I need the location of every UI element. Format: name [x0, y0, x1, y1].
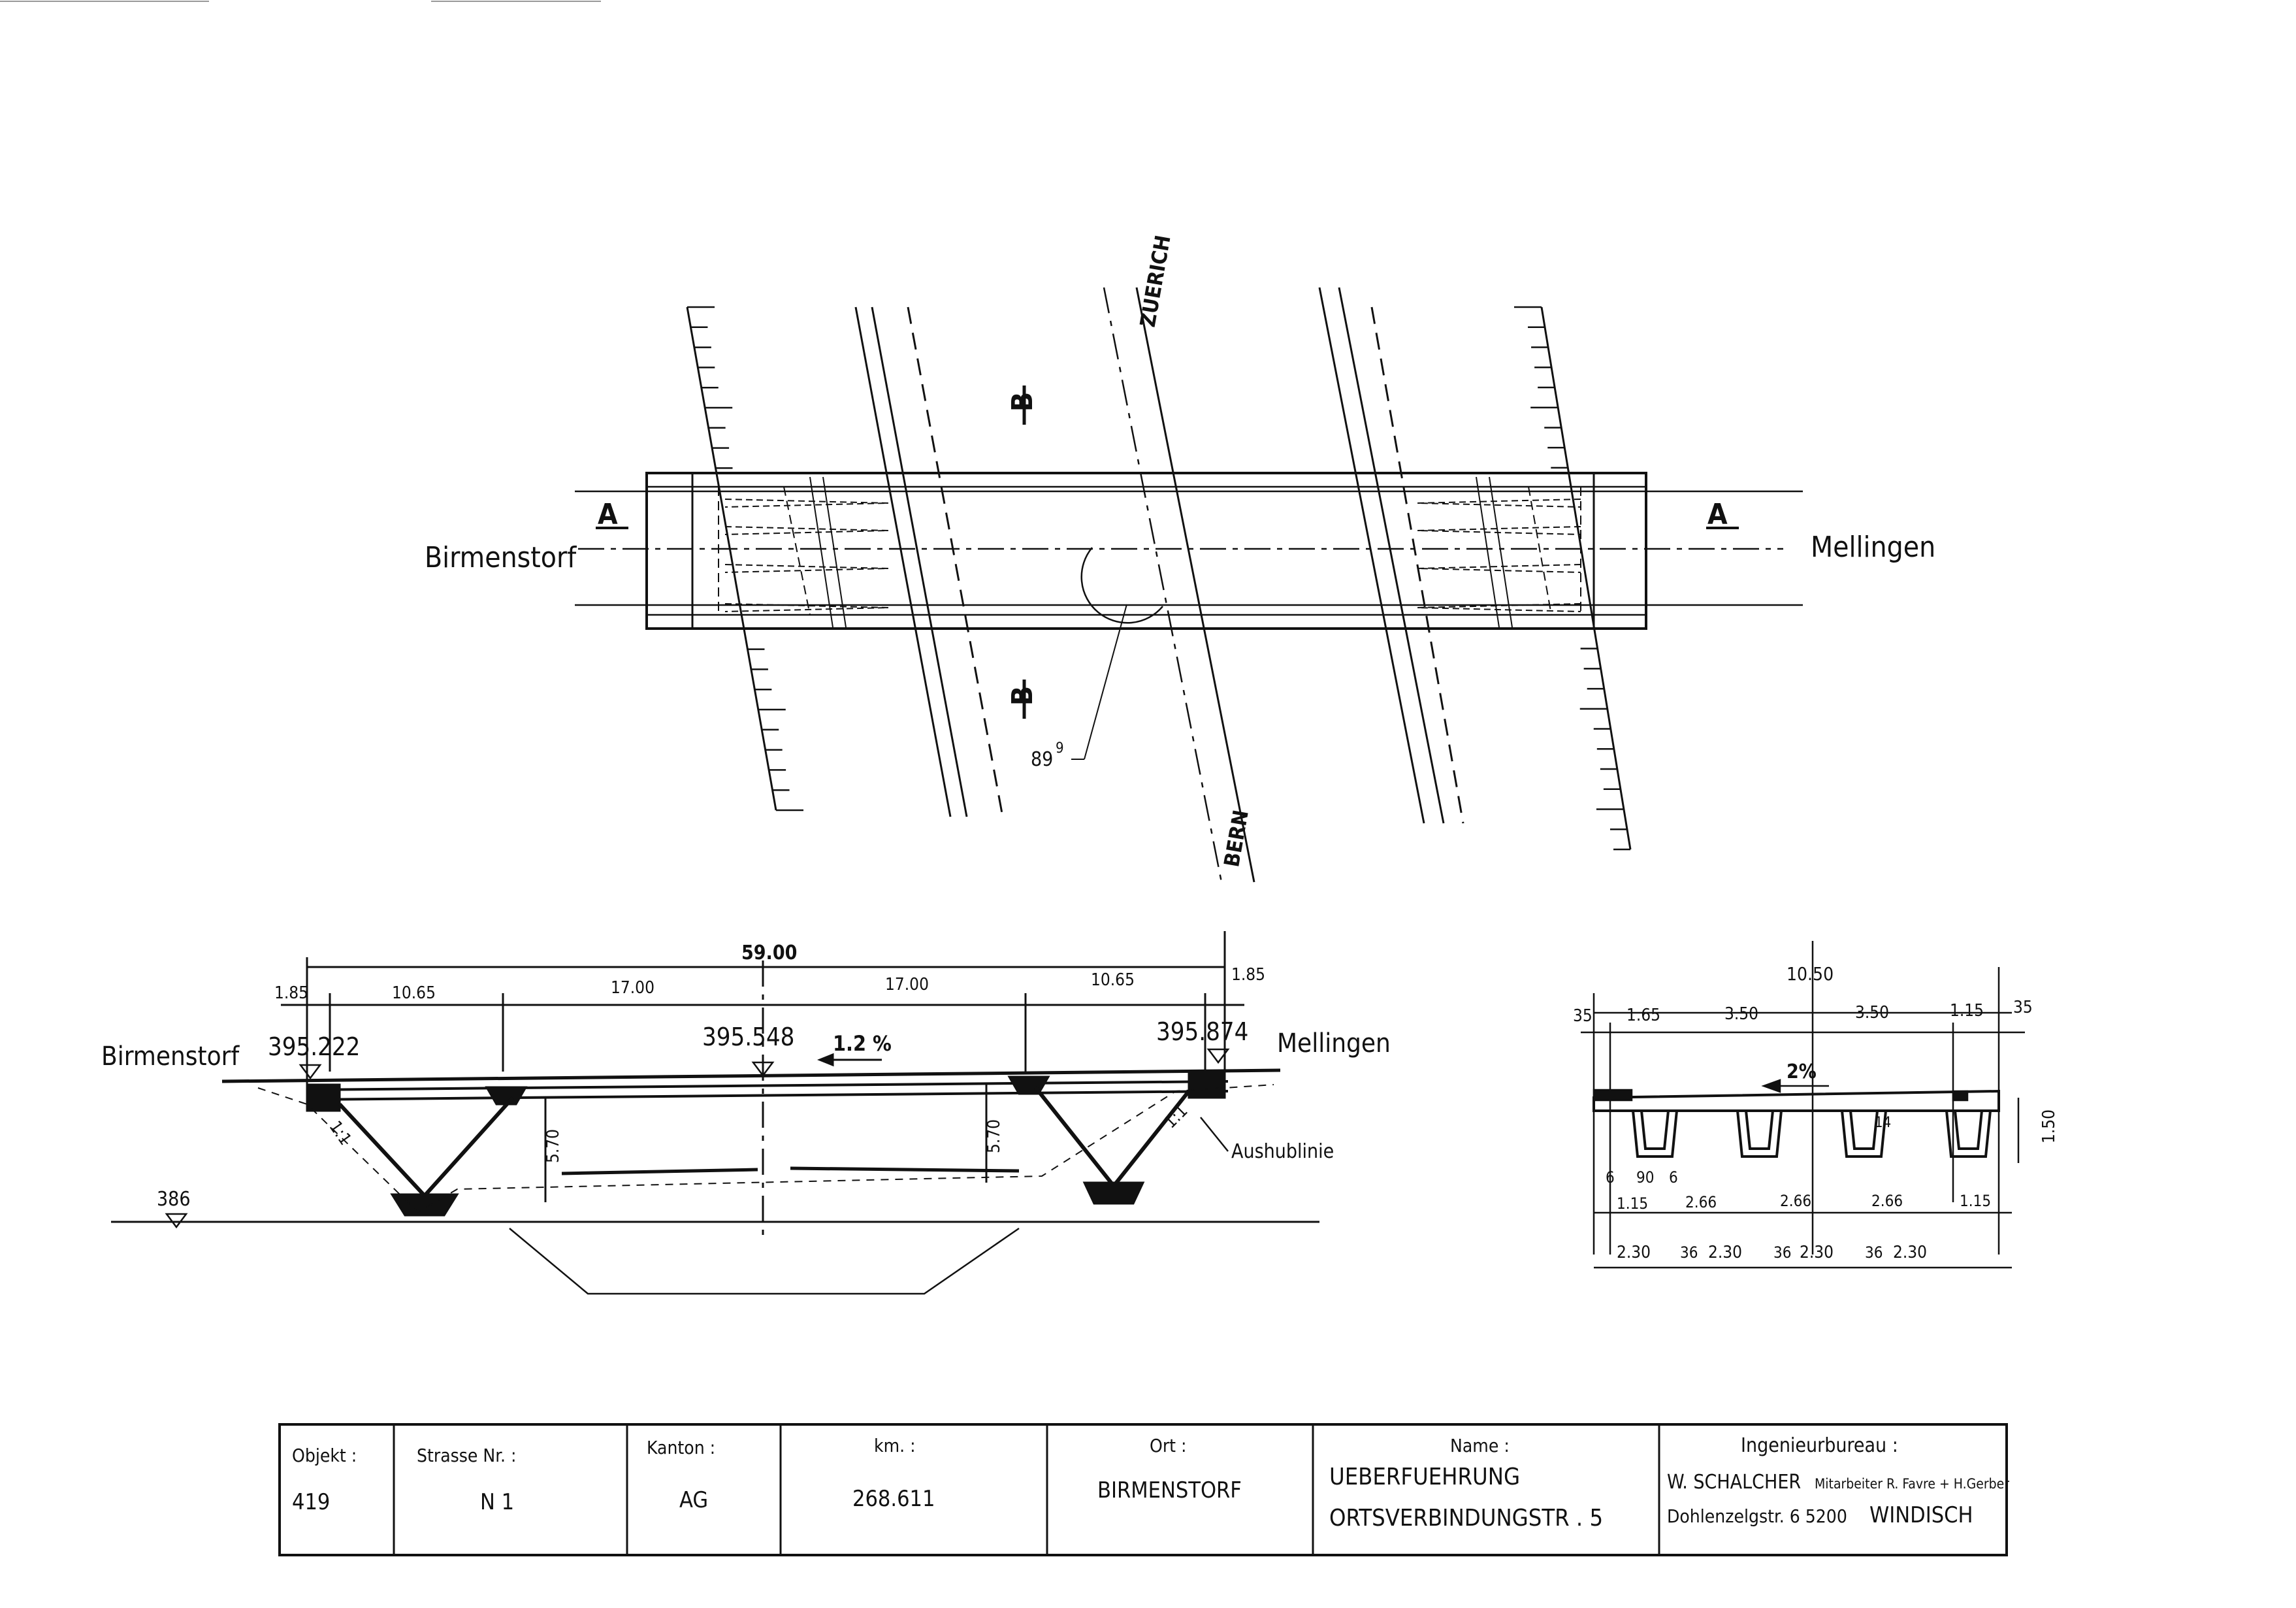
cross-section-view [1581, 941, 2025, 1269]
elev-left-place: Birmenstorf [101, 1042, 240, 1072]
xs-top-dim-4: 3.50 [1855, 1003, 1889, 1023]
trough-girder [1745, 1110, 1774, 1150]
xs-bottom-3: 2.30 [1708, 1243, 1742, 1262]
bank-ratio-left: 1:1 [325, 1117, 355, 1149]
xs-bottom-2: 36 [1680, 1243, 1698, 1262]
name-line-2: ORTSVERBINDUNGSTR . 5 [1329, 1505, 1603, 1532]
xs-mid-4: 2.66 [1871, 1192, 1903, 1210]
section-a-right: A [1707, 498, 1728, 531]
level-right: 395.874 [1156, 1017, 1248, 1046]
trough-girder [1640, 1110, 1670, 1150]
name-line-1: UEBERFUEHRUNG [1329, 1464, 1520, 1490]
plan-view [575, 287, 1803, 883]
elevation-view [111, 931, 1319, 1295]
trough-girder [1841, 1110, 1887, 1158]
level-left: 395.222 [268, 1032, 360, 1061]
km-label: km. : [874, 1435, 916, 1456]
plan-left-place: Birmenstorf [425, 541, 577, 574]
level-bottom: 386 [157, 1188, 191, 1211]
height-left: 5.70 [543, 1129, 563, 1163]
section-b-top: B [1006, 392, 1039, 412]
bank-ratio-right: 1:1 [1161, 1101, 1192, 1132]
excavation-label: Aushublinie [1231, 1140, 1334, 1163]
xs-depth: 1.50 [2039, 1109, 2059, 1143]
anchor-wedge [724, 526, 889, 535]
trough-girder [1849, 1110, 1879, 1150]
xs-bottom-6: 36 [1865, 1243, 1883, 1262]
xs-bottom-7: 2.30 [1893, 1243, 1927, 1262]
elev-span-6: 1.85 [1231, 965, 1265, 985]
anchor-wedge [1417, 564, 1581, 573]
xs-top-dim-5: 1.15 [1950, 1001, 1984, 1021]
trough-girder [1954, 1110, 1983, 1150]
trough-girder [1632, 1110, 1678, 1158]
angle-degree: 9 [1056, 740, 1064, 757]
xs-total-width: 10.50 [1787, 963, 1834, 985]
section-b-bottom: B [1006, 686, 1039, 706]
elev-span-2: 10.65 [392, 983, 436, 1003]
title-block [278, 1423, 2008, 1556]
objekt-value: 419 [292, 1489, 330, 1515]
km-value: 268.611 [852, 1486, 935, 1512]
ib-line-2-addr: Dohlenzelgstr. 6 5200 [1667, 1505, 1847, 1527]
xs-flange-1: 6 [1606, 1168, 1615, 1187]
ib-line-1-main: W. SCHALCHER [1667, 1471, 1801, 1494]
ib-label: Ingenieurbureau : [1741, 1434, 1898, 1457]
xs-slope: 2% [1787, 1060, 1817, 1083]
ib-line-1-small: Mitarbeiter R. Favre + H.Gerber [1815, 1476, 2009, 1492]
elev-span-3: 17.00 [611, 978, 655, 998]
name-label: Name : [1450, 1435, 1510, 1456]
xs-bottom-1: 2.30 [1617, 1243, 1651, 1262]
xs-top-dim-1: 35 [1573, 1006, 1593, 1026]
elev-total-span: 59.00 [741, 942, 797, 964]
slope-label: 1.2 % [833, 1031, 892, 1056]
xs-flange-2: 90 [1636, 1168, 1654, 1187]
plan-right-place: Mellingen [1811, 531, 1935, 564]
xs-mid-5: 1.15 [1960, 1192, 1991, 1210]
xs-web: 14 [1875, 1115, 1891, 1131]
xs-mid-2: 2.66 [1685, 1193, 1717, 1211]
strasse-label: Strasse Nr. : [417, 1445, 517, 1466]
elev-span-1: 1.85 [274, 983, 308, 1003]
elev-span-4: 17.00 [885, 975, 929, 994]
xs-mid-3: 2.66 [1780, 1192, 1811, 1210]
trough-girder [1736, 1110, 1783, 1158]
ort-label: Ort : [1150, 1435, 1187, 1456]
strasse-value: N 1 [480, 1489, 514, 1515]
anchor-wedge [724, 499, 889, 508]
elev-span-5: 10.65 [1091, 970, 1135, 990]
angle-label: 89 [1031, 748, 1053, 771]
road-north-label: ZUERICH [1135, 233, 1176, 329]
elev-right-place: Mellingen [1277, 1028, 1391, 1058]
ib-line-2-city: WINDISCH [1869, 1502, 1973, 1528]
level-mid: 395.548 [702, 1023, 794, 1051]
ort-value: BIRMENSTORF [1097, 1477, 1242, 1503]
road-south-label: BERN [1219, 808, 1253, 869]
xs-top-dim-3: 3.50 [1724, 1004, 1758, 1024]
anchor-wedge [1417, 603, 1581, 612]
height-right: 5.70 [984, 1119, 1004, 1153]
anchor-wedge [1417, 526, 1581, 535]
kanton-value: AG [679, 1487, 708, 1513]
xs-top-dim-6: 35 [2013, 998, 2033, 1017]
xs-bottom-5: 2.30 [1800, 1243, 1834, 1262]
kanton-label: Kanton : [647, 1437, 715, 1458]
xs-top-dim-2: 1.65 [1626, 1006, 1660, 1025]
objekt-label: Objekt : [292, 1445, 357, 1466]
xs-mid-1: 1.15 [1617, 1194, 1648, 1213]
anchor-wedge [724, 564, 889, 573]
anchor-wedge [724, 603, 889, 612]
xs-flange-3: 6 [1669, 1168, 1678, 1187]
anchor-wedge [1417, 499, 1581, 508]
section-a-left: A [598, 498, 618, 531]
trough-girder [1945, 1110, 1992, 1158]
xs-bottom-4: 36 [1773, 1243, 1791, 1262]
